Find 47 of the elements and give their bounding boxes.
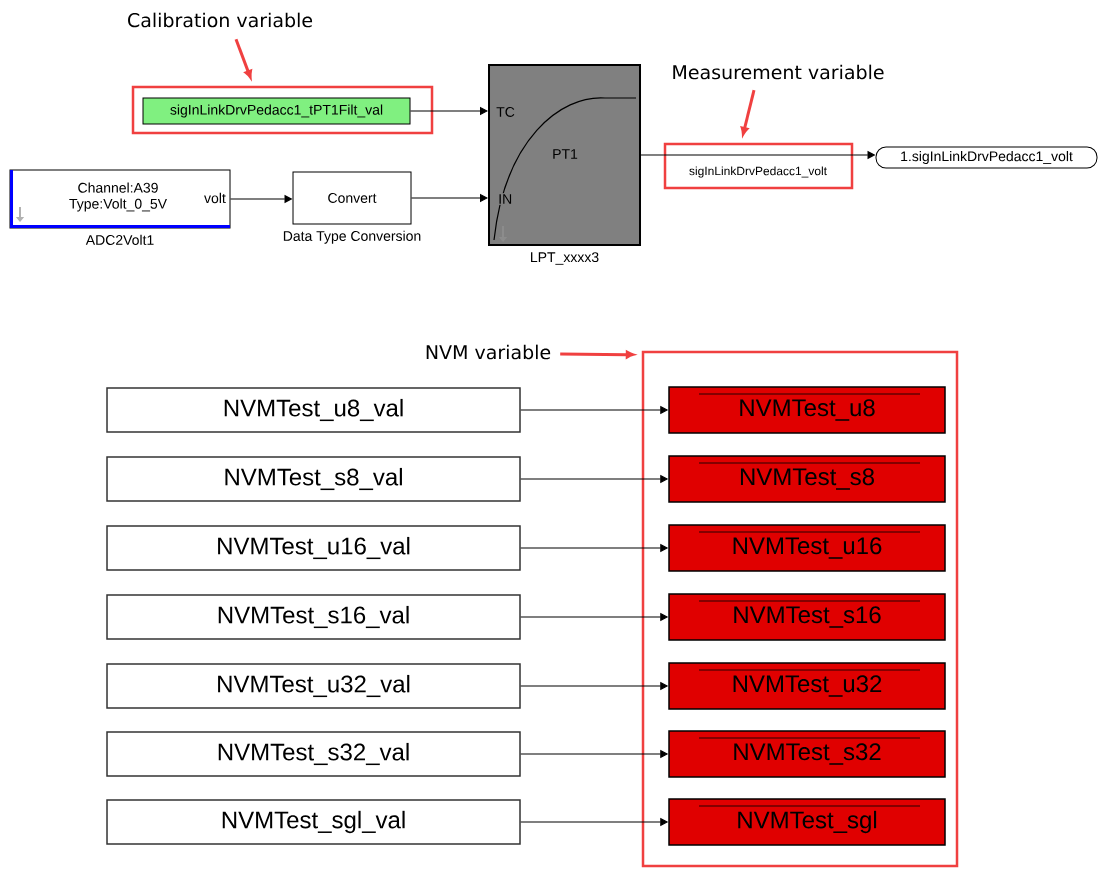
arrow: [230, 195, 292, 203]
callout-text: NVM variable: [426, 344, 551, 360]
signal-block: NVMTest_s32_val: [106, 731, 521, 777]
callout-text: Calibration variable: [128, 12, 313, 28]
arrow: [410, 107, 488, 115]
callout-arrow: [740, 89, 756, 136]
arrow: [520, 682, 668, 690]
arrow: [411, 194, 488, 202]
callout-arrow: [234, 38, 252, 79]
node-label: PT1: [553, 149, 578, 159]
callout-text: Measurement variable: [673, 64, 884, 80]
node-label: TC: [496, 107, 515, 117]
signal-block: NVMTest_s8_val: [106, 456, 521, 502]
block-label: LPT_xxxx3: [531, 252, 599, 265]
nvm-block: NVMTest_s16: [668, 593, 946, 641]
highlight-frame: sigInLinkDrvPedacc1_volt: [663, 142, 854, 190]
highlight-frame: [641, 350, 959, 868]
node-label: volt: [204, 192, 226, 204]
outport-block: 1.sigInLinkDrvPedacc1_volt: [875, 146, 1098, 169]
arrow: [520, 544, 668, 552]
node-label: Channel:A39 Type:Volt_0_5V: [69, 182, 167, 212]
arrow: [520, 818, 668, 826]
adc-block: Channel:A39 Type:Volt_0_5V volt: [9, 169, 231, 229]
constant-block: sigInLinkDrvPedacc1_tPT1Filt_val: [142, 97, 411, 125]
callout-arrow: [560, 350, 635, 359]
signal-block: NVMTest_u32_val: [106, 663, 521, 709]
node-label: IN: [499, 194, 512, 204]
arrow: [852, 151, 875, 159]
signal-block: NVMTest_s16_val: [106, 594, 521, 640]
arrow: [520, 613, 668, 621]
arrow: [520, 475, 668, 483]
filter-block: TC PT1 IN: [488, 64, 641, 246]
signal-block: NVMTest_u16_val: [106, 525, 521, 571]
block-label: ADC2Volt1: [85, 234, 154, 245]
highlight-frame: [131, 85, 434, 135]
signal-block: NVMTest_u8_val: [106, 387, 521, 433]
convert-block: Convert: [292, 171, 412, 225]
nvm-block: NVMTest_s32: [668, 730, 946, 778]
nvm-block: NVMTest_sgl: [668, 798, 946, 846]
nvm-block: NVMTest_u32: [668, 662, 946, 710]
nvm-block: NVMTest_u16: [668, 524, 946, 572]
arrow: [520, 406, 668, 414]
nvm-block: NVMTest_u8: [668, 386, 946, 434]
nvm-block: NVMTest_s8: [668, 455, 946, 503]
signal-block: NVMTest_sgl_val: [106, 799, 521, 845]
block-label: Data Type Conversion: [283, 230, 421, 244]
arrow: [520, 750, 668, 758]
